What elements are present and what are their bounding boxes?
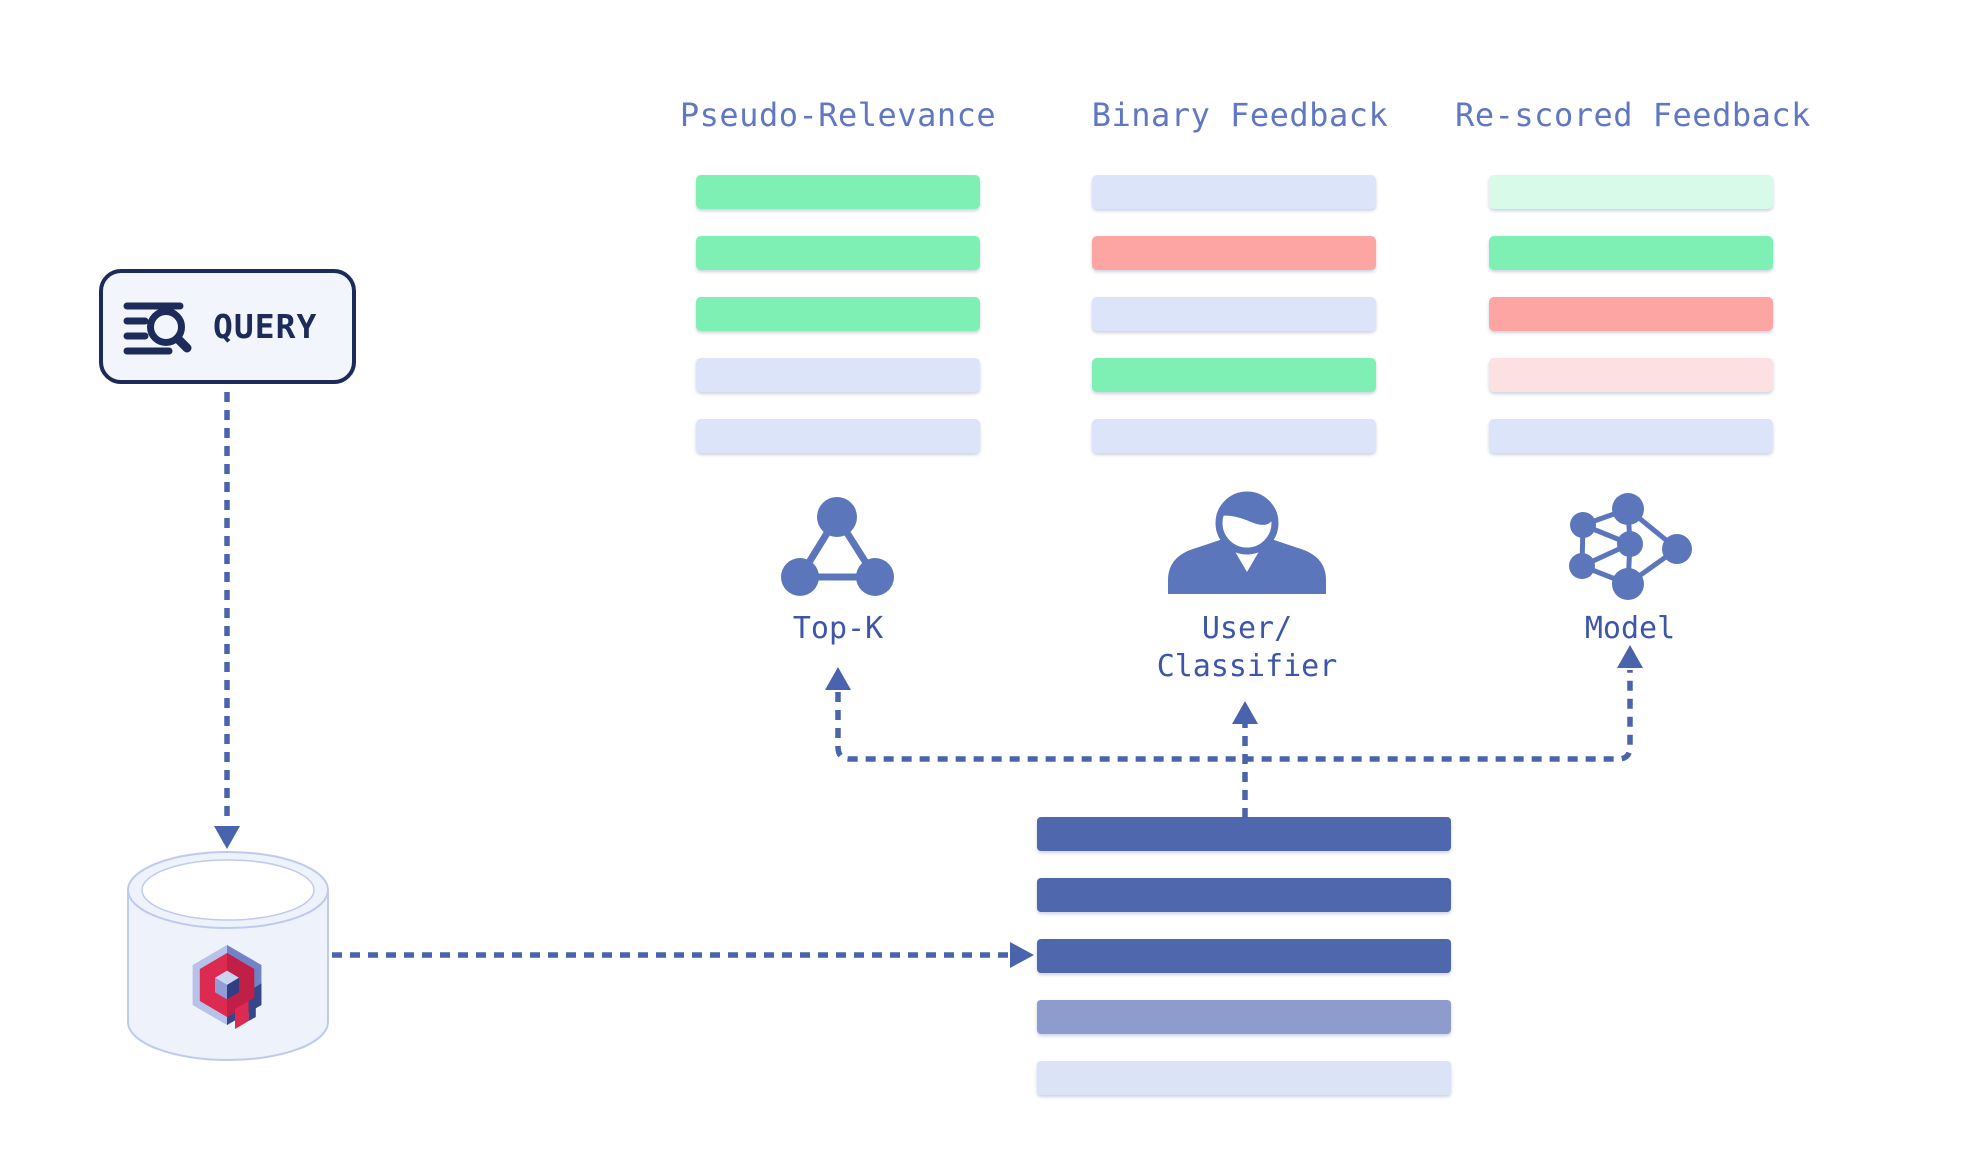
rescored-feedback-score-list [1489, 175, 1773, 480]
neural-network-icon [1569, 493, 1692, 600]
query-label: QUERY [213, 307, 318, 346]
score-bar-periwinkle [1037, 1000, 1451, 1034]
model-label: Model [1584, 611, 1676, 646]
pseudo-relevance-score-list [696, 175, 980, 480]
binary-feedback-score-list [1092, 175, 1376, 480]
up-arrowhead-icon [825, 667, 851, 690]
score-bar-indigo [1037, 878, 1451, 912]
score-bar-green [696, 297, 980, 331]
top-k-network-icon [781, 497, 894, 596]
up-arrowhead-icon [1617, 645, 1643, 668]
column-header-pseudo-relevance: Pseudo-Relevance [679, 96, 997, 134]
user-icon [1168, 491, 1326, 594]
user-classifier-label: User/ Classifier [1156, 611, 1338, 684]
score-bar-salmon [1092, 236, 1376, 270]
up-arrowhead-icon [1232, 701, 1258, 724]
score-bar-lavender [1092, 175, 1376, 209]
score-bar-pale-pink [1489, 358, 1773, 392]
top-k-label: Top-K [792, 611, 884, 646]
qdrant-logo-icon [192, 945, 262, 1029]
score-bar-pale-green [1489, 175, 1773, 209]
score-bar-indigo [1037, 939, 1451, 973]
score-bar-pale-indigo [1037, 1061, 1451, 1095]
retrieved-results-list [1037, 817, 1451, 1122]
score-bar-lavender [696, 419, 980, 453]
score-bar-green [696, 236, 980, 270]
score-bar-lavender [1489, 419, 1773, 453]
score-bar-indigo [1037, 817, 1451, 851]
column-header-rescored-feedback: Re-scored Feedback [1455, 96, 1811, 134]
score-bar-green [1092, 358, 1376, 392]
score-bar-lavender [696, 358, 980, 392]
search-list-icon [123, 302, 192, 354]
right-arrowhead-icon [1010, 942, 1034, 968]
vector-database [127, 851, 329, 1061]
column-header-binary-feedback: Binary Feedback [1091, 96, 1389, 134]
score-bar-green [696, 175, 980, 209]
score-bar-green [1489, 236, 1773, 270]
score-bar-lavender [1092, 419, 1376, 453]
score-bar-lavender [1092, 297, 1376, 331]
score-bar-salmon [1489, 297, 1773, 331]
query-box: QUERY [99, 269, 356, 384]
